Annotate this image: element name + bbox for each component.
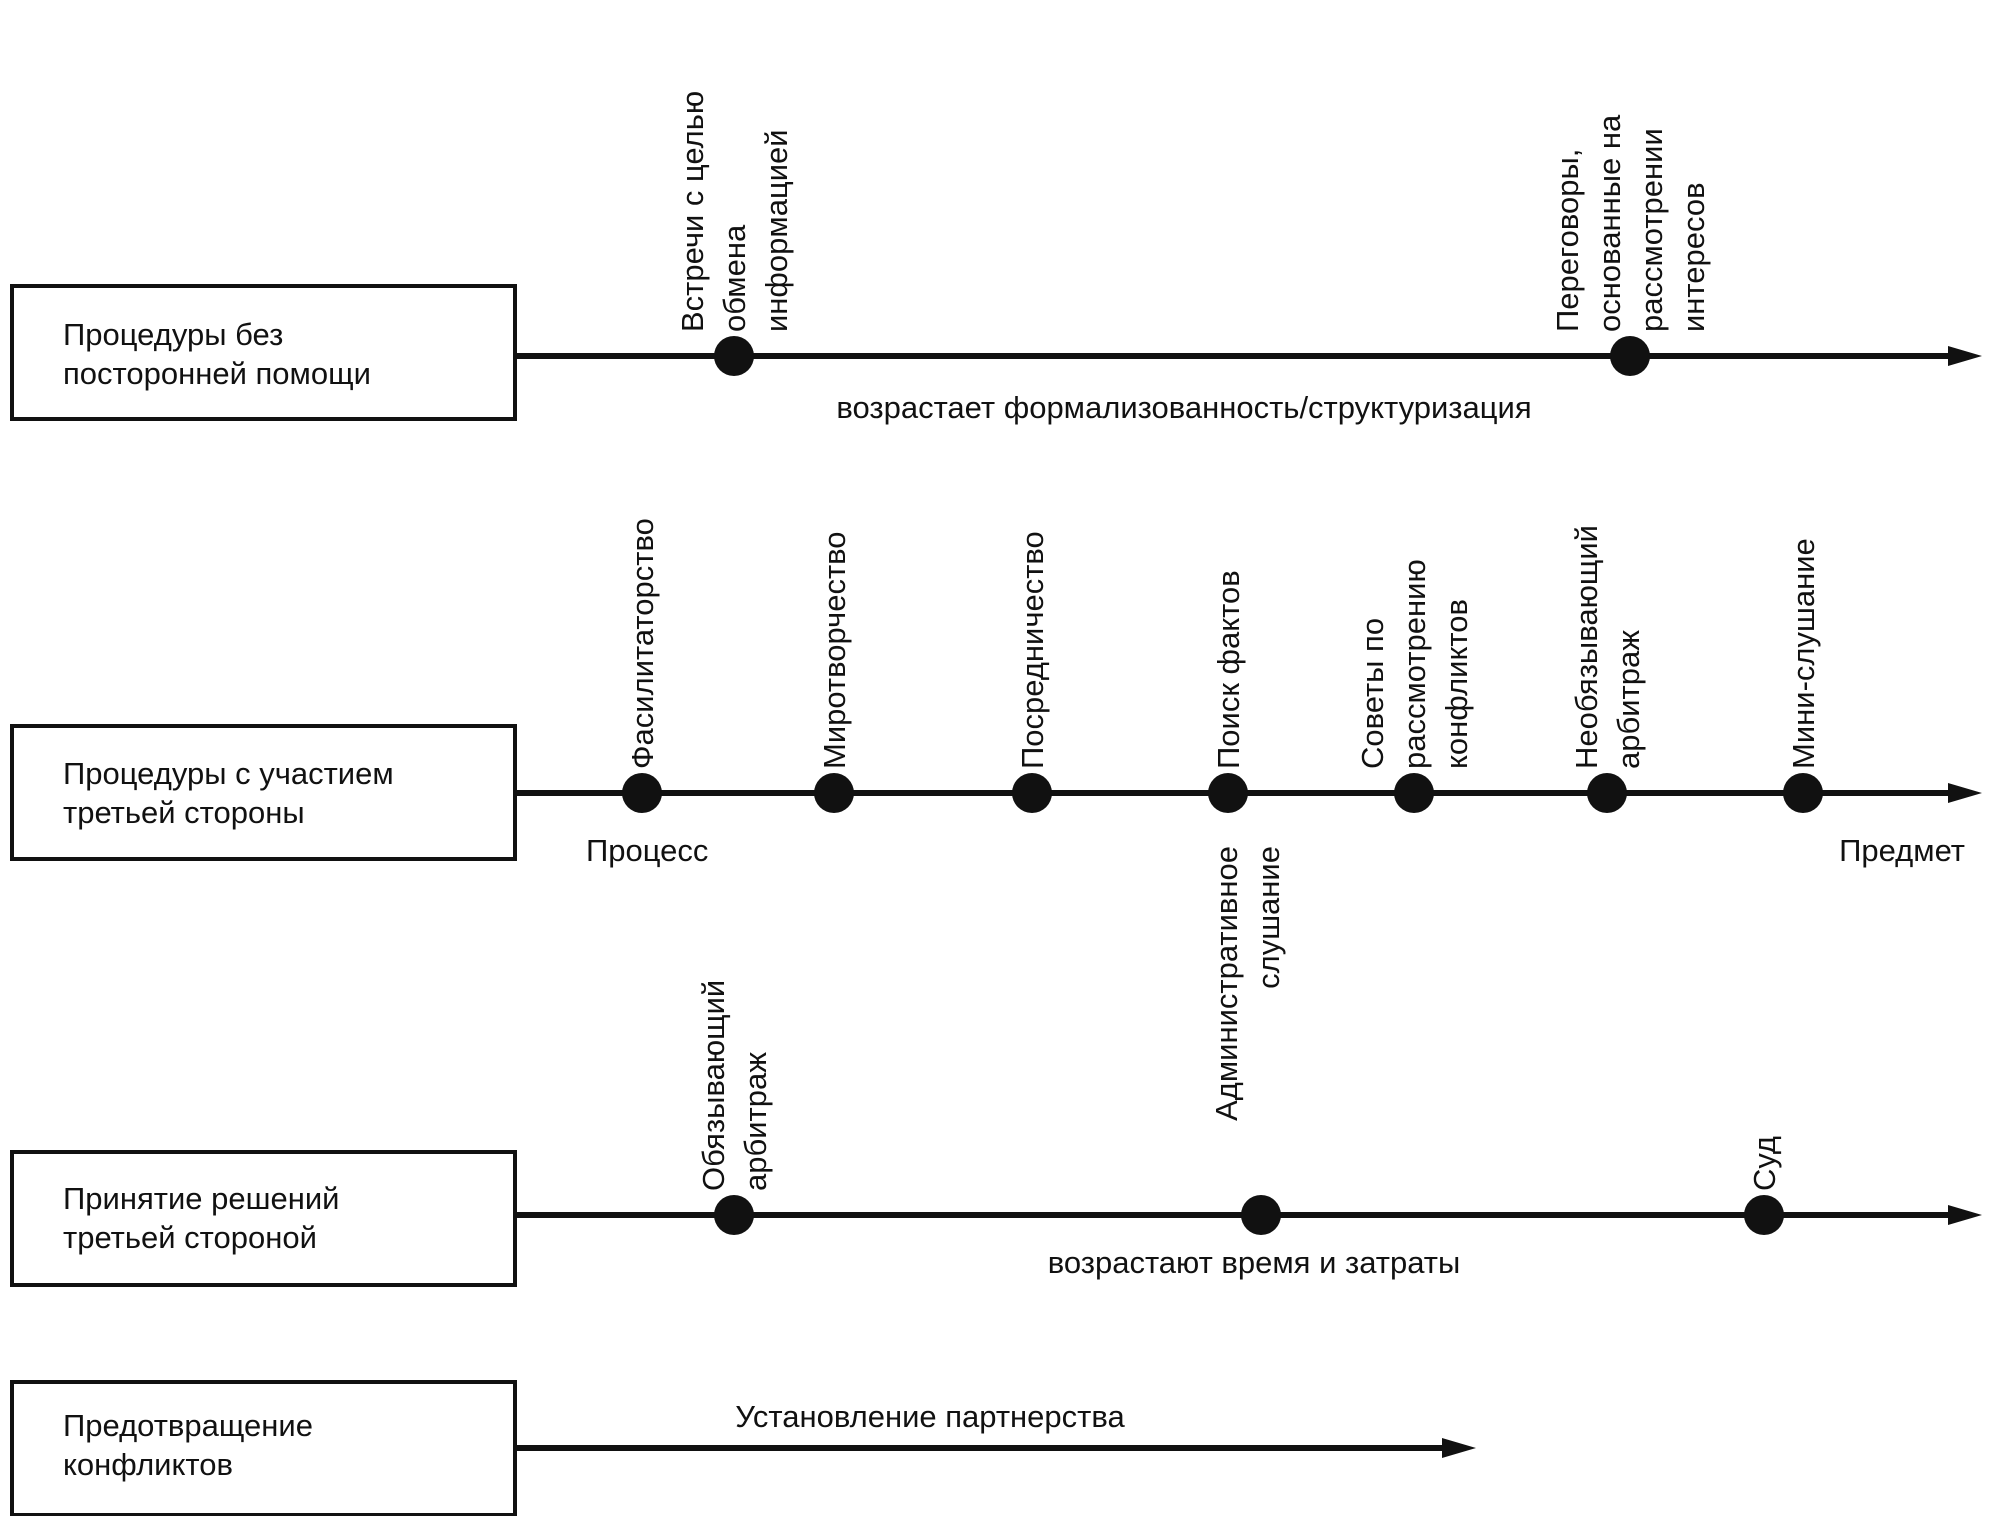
row-3-point-1-label-line-1: Обязывающий bbox=[696, 980, 731, 1191]
row-2-point-4-label-line-1: Поиск фактов bbox=[1211, 570, 1246, 769]
row-2-point-4-label: Поиск фактов bbox=[1211, 570, 1246, 769]
row-3-box-label: третьей стороной bbox=[63, 1220, 317, 1255]
row-3-note: возрастают время и затраты bbox=[1048, 1245, 1461, 1280]
row-2-point-2-label: Миротворчество bbox=[817, 531, 852, 769]
row-2-point-5-label-line-3: конфликтов bbox=[1439, 599, 1474, 769]
row-1-note: возрастает формализованность/структуриза… bbox=[836, 390, 1531, 425]
row-3-arrowhead bbox=[1948, 1205, 1982, 1225]
row-2-point-6-label-line-1: Необязывающий bbox=[1569, 525, 1604, 769]
row-1-point-1 bbox=[714, 336, 754, 376]
row-3-point-1-label-line-2: арбитраж bbox=[738, 1052, 773, 1191]
row-2-below-label-1-line-1: Административное bbox=[1209, 846, 1244, 1121]
rows-layer: Процедуры без посторонней помощи Встречи с… bbox=[10, 91, 1982, 1516]
row-1-arrowhead bbox=[1948, 346, 1982, 366]
row-2-box-label: третьей стороны bbox=[63, 795, 305, 830]
row-3: Принятие решений третьей стороной Обязываю… bbox=[10, 980, 1982, 1287]
row-1-box-label: посторонней помощи bbox=[63, 356, 371, 391]
row-3-box-label: Принятие решений bbox=[63, 1181, 339, 1216]
row-2-left-label: Процесс bbox=[586, 833, 708, 868]
row-4-arrowhead bbox=[1442, 1438, 1476, 1458]
row-4-box-label: Предотвращение bbox=[63, 1408, 313, 1443]
row-3-point-2 bbox=[1241, 1195, 1281, 1235]
row-1-point-2-label-line-3: рассмотрении bbox=[1634, 128, 1669, 332]
row-2-point-4 bbox=[1208, 773, 1248, 813]
row-2-point-3-label: Посредничество bbox=[1015, 531, 1050, 769]
row-1-point-1-label-line-3: информацией bbox=[759, 129, 794, 332]
row-2-point-1-label: Фасилитаторство bbox=[625, 518, 660, 769]
row-1-box bbox=[10, 284, 517, 421]
row-1-point-2-label-line-1: Переговоры, bbox=[1550, 149, 1585, 332]
row-2-point-6-label-line-2: арбитраж bbox=[1611, 630, 1646, 769]
row-1-point-1-label-line-1: Встречи с целью bbox=[675, 91, 710, 332]
row-2-point-3 bbox=[1012, 773, 1052, 813]
row-2-point-2-label-line-1: Миротворчество bbox=[817, 531, 852, 769]
row-3-box bbox=[10, 1150, 517, 1287]
row-2-point-7-label: Мини-слушание bbox=[1786, 538, 1821, 769]
row-4-box-label: конфликтов bbox=[63, 1447, 233, 1482]
row-2-point-5 bbox=[1394, 773, 1434, 813]
row-2-arrowhead bbox=[1948, 783, 1982, 803]
row-3-point-3-label: Суд bbox=[1747, 1136, 1782, 1191]
row-2-point-5-label-line-2: рассмотрению bbox=[1397, 559, 1432, 769]
row-1: Процедуры без посторонней помощи Встречи с… bbox=[10, 91, 1982, 425]
row-2-point-1 bbox=[622, 773, 662, 813]
row-2-box bbox=[10, 724, 517, 861]
row-2-point-1-label-line-1: Фасилитаторство bbox=[625, 518, 660, 769]
row-2: Процедуры с участием третьей стороны Фасил… bbox=[10, 518, 1982, 1121]
row-2-point-6 bbox=[1587, 773, 1627, 813]
row-3-point-3 bbox=[1744, 1195, 1784, 1235]
row-2-point-3-label-line-1: Посредничество bbox=[1015, 531, 1050, 769]
row-1-point-1-label-line-2: обмена bbox=[717, 224, 752, 332]
row-4-note: Установление партнерства bbox=[735, 1399, 1125, 1434]
row-2-right-label: Предмет bbox=[1839, 833, 1965, 868]
row-2-point-5-label-line-1: Советы по bbox=[1355, 618, 1390, 769]
row-2-point-7 bbox=[1783, 773, 1823, 813]
row-1-box-label: Процедуры без bbox=[63, 317, 283, 352]
row-3-point-3-label-line-1: Суд bbox=[1747, 1136, 1782, 1191]
row-2-box-label: Процедуры с участием bbox=[63, 756, 394, 791]
row-2-point-7-label-line-1: Мини-слушание bbox=[1786, 538, 1821, 769]
row-4: Предотвращение конфликтов Установление пар… bbox=[10, 1380, 1476, 1516]
row-2-point-2 bbox=[814, 773, 854, 813]
row-1-point-2 bbox=[1610, 336, 1650, 376]
row-1-point-2-label-line-4: интересов bbox=[1676, 182, 1711, 332]
row-1-point-2-label-line-2: основанные на bbox=[1592, 114, 1627, 332]
row-3-point-1 bbox=[714, 1195, 754, 1235]
row-2-below-label-1-line-2: слушание bbox=[1251, 846, 1286, 989]
